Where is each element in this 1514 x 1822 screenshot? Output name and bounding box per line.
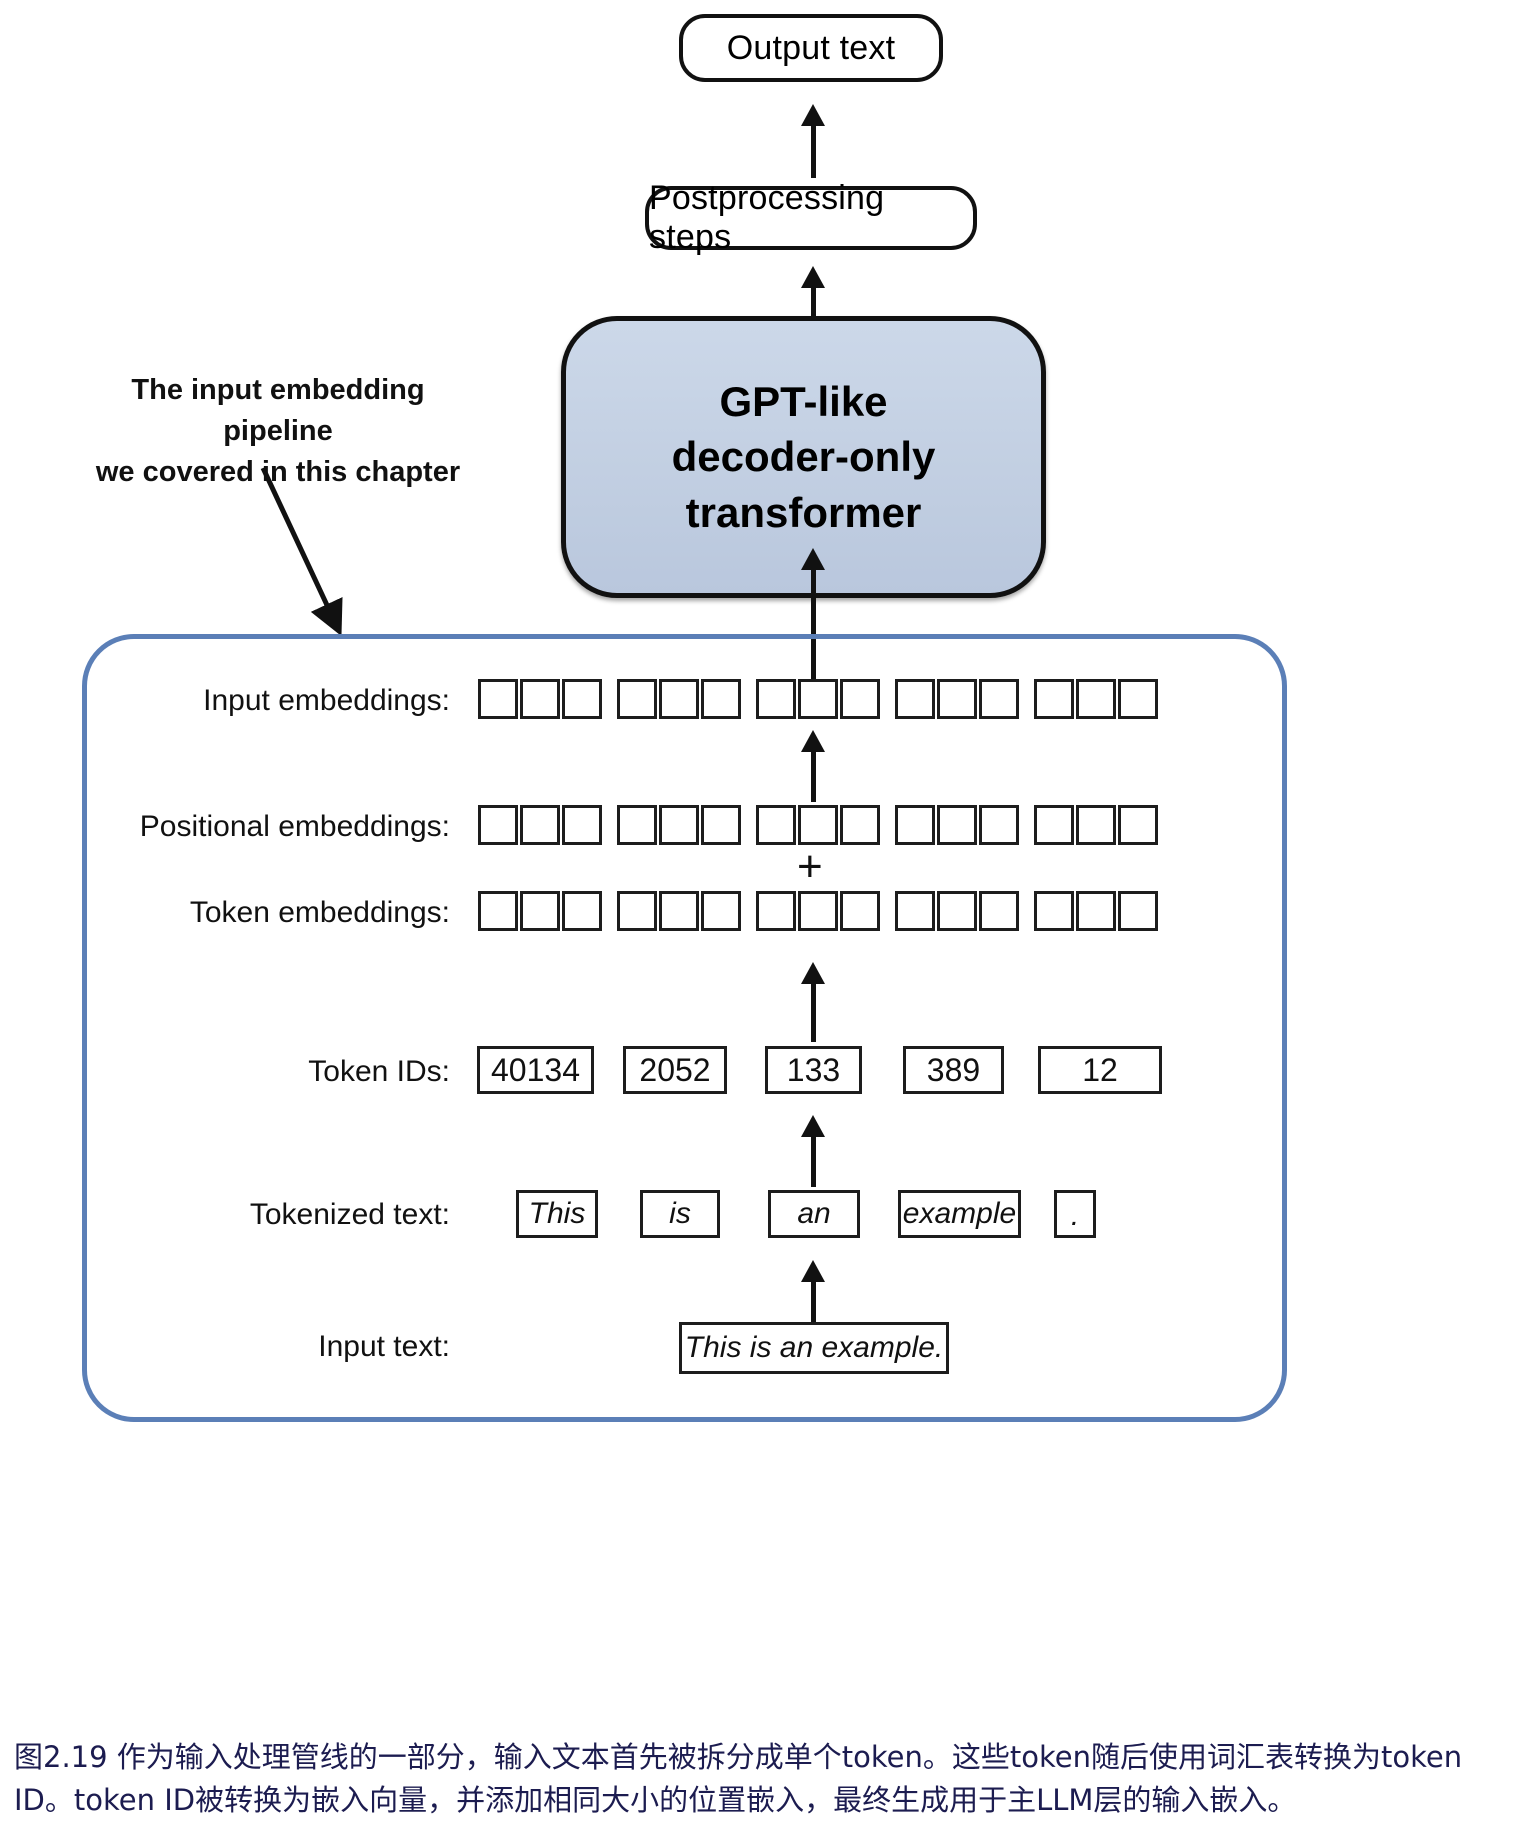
embedding-cell — [701, 805, 741, 845]
tokenized-text-box-5: . — [1054, 1190, 1096, 1238]
embedding-cell — [840, 679, 880, 719]
annotation-line-1: The input embedding pipeline — [131, 374, 425, 448]
positional-embeddings-group-1 — [478, 805, 602, 845]
arrow-tokenized-to-tokenids — [801, 1115, 825, 1187]
input-embeddings-group-5 — [1034, 679, 1158, 719]
embedding-cell — [520, 891, 560, 931]
embedding-cell — [478, 679, 518, 719]
embedding-cell — [895, 805, 935, 845]
embedding-cell — [756, 891, 796, 931]
output-text-label: Output text — [726, 28, 896, 67]
row-label-positional-embeddings: Positional embeddings: — [139, 810, 450, 843]
embedding-cell — [1034, 891, 1074, 931]
annotation-note: The input embedding pipeline we covered … — [88, 370, 468, 494]
embedding-cell — [798, 679, 838, 719]
row-label-tokenized-text: Tokenized text: — [249, 1198, 450, 1231]
embedding-cell — [659, 891, 699, 931]
input-embeddings-group-2 — [617, 679, 741, 719]
embedding-cell — [617, 805, 657, 845]
positional-embeddings-group-2 — [617, 805, 741, 845]
embedding-cell — [562, 679, 602, 719]
input-embeddings-group-4 — [895, 679, 1019, 719]
token-id-box-2: 2052 — [623, 1046, 727, 1094]
embedding-cell — [895, 679, 935, 719]
figure-caption: 图2.19 作为输入处理管线的一部分，输入文本首先被拆分成单个token。这些t… — [14, 1740, 1463, 1817]
embedding-cell — [1034, 805, 1074, 845]
embedding-cell — [1118, 679, 1158, 719]
input-embedding-pipeline-container — [82, 634, 1287, 1422]
transformer-line-3: transformer — [685, 488, 922, 536]
arrow-tokenids-to-token-embeddings — [801, 962, 825, 1042]
postprocessing-steps-box: Postprocessing steps — [645, 179, 977, 256]
embedding-cell — [562, 805, 602, 845]
annotation-line-2: we covered in this chapter — [95, 456, 461, 489]
postprocessing-steps-label: Postprocessing steps — [649, 179, 885, 256]
token-embeddings-group-1 — [478, 891, 602, 931]
embedding-cell — [1076, 891, 1116, 931]
arrow-transformer-to-postprocessing — [801, 266, 825, 318]
token-id-box-1: 40134 — [477, 1046, 594, 1094]
embedding-cell — [1118, 891, 1158, 931]
token-embeddings-group-3 — [756, 891, 880, 931]
transformer-line-1: GPT-like — [719, 377, 888, 425]
arrow-inputtext-to-tokenized — [801, 1260, 825, 1330]
arrow-postprocessing-to-output — [801, 104, 825, 178]
embedding-cell — [617, 679, 657, 719]
token-embeddings-group-2 — [617, 891, 741, 931]
output-text-box: Output text — [679, 14, 943, 82]
embedding-cell — [1118, 805, 1158, 845]
embedding-cell — [937, 891, 977, 931]
positional-embeddings-group-5 — [1034, 805, 1158, 845]
tokenized-text-box-1: This — [516, 1190, 598, 1238]
embedding-cell — [701, 891, 741, 931]
token-embeddings-group-5 — [1034, 891, 1158, 931]
embedding-cell — [1076, 679, 1116, 719]
embedding-cell — [478, 891, 518, 931]
row-label-token-ids: Token IDs: — [308, 1055, 450, 1088]
embedding-cell — [520, 679, 560, 719]
transformer-line-2: decoder-only — [671, 433, 936, 481]
embedding-cell — [520, 805, 560, 845]
embedding-cell — [756, 679, 796, 719]
embedding-cell — [756, 805, 796, 845]
embedding-cell — [937, 805, 977, 845]
embedding-cell — [478, 805, 518, 845]
tokenized-text-box-2: is — [640, 1190, 720, 1238]
embedding-cell — [659, 679, 699, 719]
tokenized-text-box-4: example — [898, 1190, 1021, 1238]
positional-embeddings-group-4 — [895, 805, 1019, 845]
annotation-arrow-icon — [260, 466, 343, 637]
row-label-input-text: Input text: — [318, 1330, 450, 1363]
embedding-cell — [840, 891, 880, 931]
arrow-positional-to-input — [801, 730, 825, 802]
input-embeddings-group-1 — [478, 679, 602, 719]
row-label-token-embeddings: Token embeddings: — [189, 896, 450, 929]
embedding-cell — [979, 679, 1019, 719]
embedding-cell — [701, 679, 741, 719]
embedding-cell — [617, 891, 657, 931]
embedding-cell — [659, 805, 699, 845]
embedding-cell — [798, 891, 838, 931]
tokenized-text-box-3: an — [768, 1190, 860, 1238]
embedding-cell — [1034, 679, 1074, 719]
row-label-input-embeddings: Input embeddings: — [203, 684, 450, 717]
embedding-cell — [979, 891, 1019, 931]
positional-embeddings-group-3 — [756, 805, 880, 845]
plus-operator: + — [797, 842, 823, 891]
embedding-cell — [979, 805, 1019, 845]
embedding-cell — [840, 805, 880, 845]
embedding-cell — [562, 891, 602, 931]
token-id-box-4: 389 — [903, 1046, 1004, 1094]
embedding-cell — [937, 679, 977, 719]
embedding-cell — [1076, 805, 1116, 845]
input-embeddings-group-3 — [756, 679, 880, 719]
token-id-box-5: 12 — [1038, 1046, 1162, 1094]
embedding-cell — [798, 805, 838, 845]
token-embeddings-group-4 — [895, 891, 1019, 931]
embedding-cell — [895, 891, 935, 931]
token-id-box-3: 133 — [765, 1046, 862, 1094]
input-text-box: This is an example. — [679, 1322, 949, 1374]
